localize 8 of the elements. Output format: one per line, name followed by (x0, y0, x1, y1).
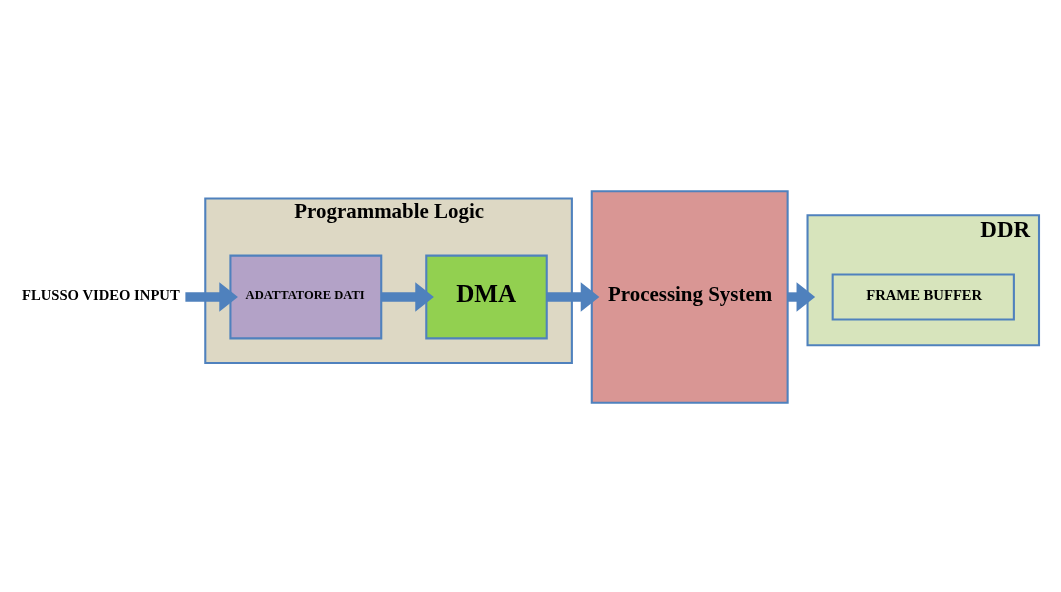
arrow (546, 281, 600, 312)
node-text: FLUSSO VIDEO INPUT (21, 286, 180, 303)
node-box: DMA (425, 254, 548, 339)
arrow (185, 281, 238, 312)
arrow (381, 281, 434, 312)
node-box: ADATTATORE DATI (229, 254, 383, 339)
node-box: FRAME BUFFER (831, 272, 1015, 321)
node-box: Processing System (590, 189, 789, 404)
